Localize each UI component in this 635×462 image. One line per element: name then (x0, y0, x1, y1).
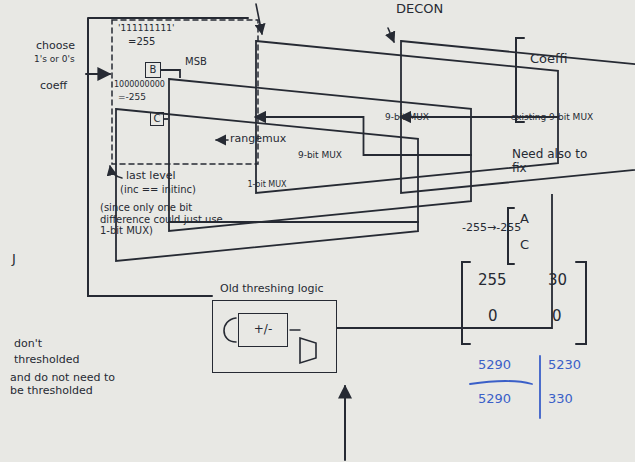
note-text: =-255 (118, 92, 146, 102)
small-mux-symbol (300, 338, 316, 363)
note-text: 5290 (478, 358, 511, 373)
note-text: last level (126, 170, 176, 183)
signal-box: +/- (238, 313, 288, 347)
bracket (516, 38, 524, 122)
block-label: +/- (254, 323, 272, 337)
note-text: (since only one bit difference could jus… (100, 202, 230, 237)
note-text: J (12, 252, 16, 267)
logic-frame (212, 300, 337, 373)
note-text: rangemux (230, 133, 286, 146)
note-text: Need also to fix (512, 148, 598, 176)
note-text: 255 (478, 272, 507, 289)
blue-stroke (470, 381, 532, 384)
block-label: C (154, 113, 161, 125)
block-heading: Old threshing logic (212, 283, 337, 296)
signal-wire (255, 117, 472, 155)
block-label: 9-bit MUX (298, 150, 342, 160)
signal-box: B (145, 62, 161, 78)
note-text: =255 (128, 36, 155, 48)
block-label: 9-bit MUX (385, 112, 429, 122)
coeff-arrow (86, 73, 110, 75)
up-arrow (344, 386, 346, 460)
feedback-loop (224, 318, 236, 342)
note-text: 1000000000 (114, 80, 165, 89)
note-text: 0 (488, 308, 498, 325)
bracket (508, 208, 514, 264)
note-text: C (520, 238, 529, 253)
note-text: thresholded (14, 354, 80, 367)
note-text: coeff (40, 80, 67, 93)
matrix-bracket (462, 262, 586, 344)
block-label: B (150, 64, 157, 76)
note-text: -255→-255 (462, 222, 521, 235)
note-text: A (520, 212, 529, 227)
note-text: choose (36, 40, 75, 53)
down-arrow (388, 28, 394, 42)
rangemux-pointer (216, 139, 228, 141)
note-text: (inc == initinc) (120, 184, 196, 196)
down-arrow (256, 4, 262, 34)
logic-block: Old threshing logic +/- (212, 283, 337, 373)
note-text: DECON (396, 2, 443, 17)
block-label: existing 9-bit MUX (511, 112, 593, 122)
note-text: 5290 (478, 392, 511, 407)
mux-block: 9-bit MUX (168, 78, 472, 232)
note-text: 5230 (548, 358, 581, 373)
note-text: 1's or 0's (34, 54, 75, 64)
note-text: Coeffi (530, 52, 568, 67)
note-text: MSB (185, 56, 207, 68)
note-text: '111111111' (118, 23, 174, 33)
wire (290, 329, 300, 330)
block-label: 1-bit MUX (247, 180, 286, 189)
signal-wire (161, 70, 180, 78)
blue-stroke (539, 356, 541, 418)
signal-wire (164, 118, 168, 120)
note-text: and do not need to be thresholded (10, 372, 130, 397)
note-text: 30 (548, 272, 567, 289)
note-text: 0 (552, 308, 562, 325)
signal-wire (337, 194, 552, 328)
note-text: don't (14, 338, 42, 351)
note-text: 330 (548, 392, 573, 407)
